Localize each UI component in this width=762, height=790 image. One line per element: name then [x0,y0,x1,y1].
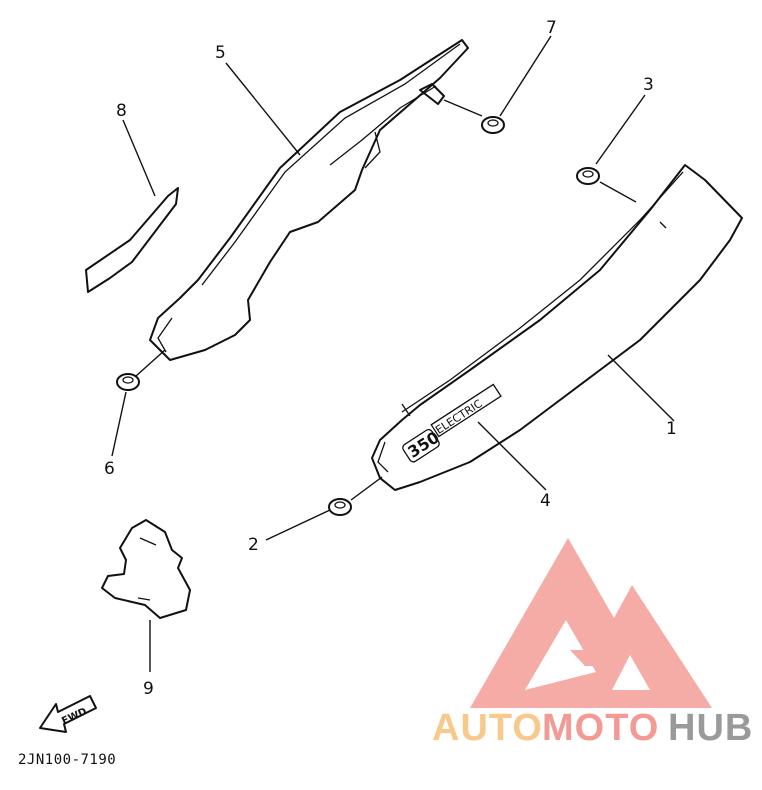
decal-strip [85,187,179,293]
wordmark-moto: MOTO [542,707,659,749]
grommet-3 [576,167,600,185]
callout-7: 7 [546,18,557,38]
side-cover-lower [371,164,743,491]
callout-1: 1 [666,419,677,439]
side-cover-upper [149,39,469,361]
grommet-6 [116,373,140,391]
grommet-7 [481,116,505,134]
callout-3: 3 [643,75,654,95]
leader-lines [111,35,675,672]
callout-4: 4 [540,491,551,511]
callout-2: 2 [248,535,259,555]
wordmark-hub: HUB [668,707,753,749]
callout-6: 6 [104,459,115,479]
automotohub-wordmark: AUTO MOTO HUB [432,707,753,749]
automotohub-logo [470,538,712,708]
wordmark-auto: AUTO [432,707,543,749]
bracket [101,519,191,619]
callout-5: 5 [215,43,226,63]
part-code: 2JN100-7190 [18,752,117,768]
grommet-2 [328,498,352,516]
fwd-arrow-icon: FWD [39,695,97,733]
callout-9: 9 [143,679,154,699]
callout-labels: 1 2 3 4 5 6 7 8 9 [104,18,677,699]
callout-8: 8 [116,101,127,121]
